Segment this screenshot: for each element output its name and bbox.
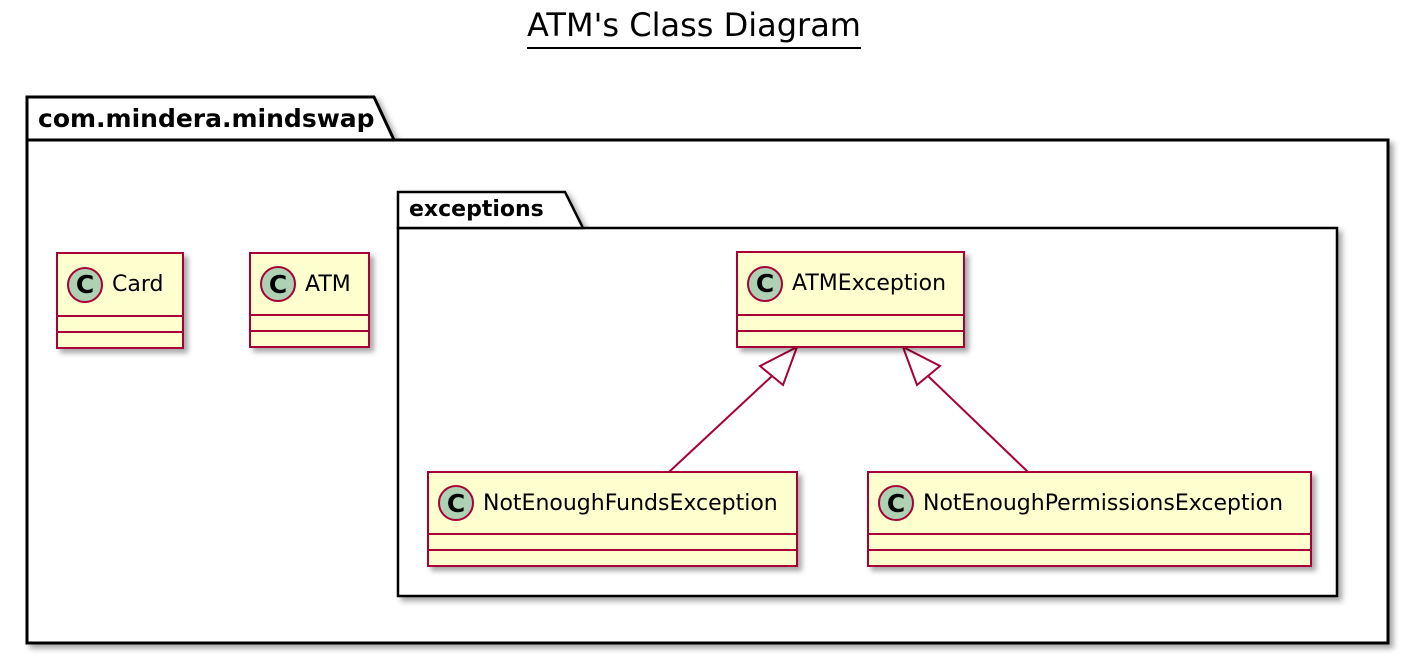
class-spot-letter: C [446, 488, 466, 518]
class-title-row: C ATMException [738, 253, 963, 314]
class-title-row: C NotEnoughFundsException [429, 473, 796, 533]
class-name: NotEnoughFundsException [483, 490, 778, 516]
methods-compartment [429, 549, 796, 565]
fields-compartment [251, 314, 368, 330]
methods-compartment [251, 330, 368, 346]
class-spot-icon: C [747, 265, 783, 302]
methods-compartment [869, 549, 1310, 565]
package-exceptions-tab [396, 190, 586, 230]
class-spot-icon: C [438, 485, 474, 521]
generalization-line [927, 375, 1029, 473]
class-spot-letter: C [75, 270, 95, 299]
fields-compartment [869, 533, 1310, 549]
methods-compartment [58, 331, 182, 347]
class-spot-icon: C [260, 266, 296, 302]
class-name: ATM [305, 271, 351, 297]
package-label-com-mindera-mindswap: com.mindera.mindswap [38, 104, 375, 133]
class-box-card: C Card [56, 252, 184, 349]
class-title-row: C NotEnoughPermissionsException [869, 473, 1310, 533]
generalization-arrowhead [901, 344, 942, 387]
class-box-atm: C ATM [249, 252, 370, 348]
class-spot-letter: C [886, 488, 906, 518]
package-label-exceptions: exceptions [409, 197, 544, 222]
class-title-row: C ATM [251, 254, 368, 314]
generalization-funds-to-atmexception [668, 344, 799, 473]
class-spot-letter: C [755, 269, 775, 298]
fields-compartment [738, 314, 963, 330]
fields-compartment [58, 315, 182, 331]
class-name: NotEnoughPermissionsException [923, 490, 1284, 516]
class-spot-icon: C [878, 485, 914, 521]
generalization-line [668, 375, 773, 473]
diagram-title: ATM's Class Diagram [0, 6, 1388, 49]
class-name: ATMException [792, 271, 947, 296]
class-title-row: C Card [58, 254, 182, 315]
class-spot-letter: C [268, 269, 288, 299]
class-box-atm-exception: C ATMException [736, 251, 965, 348]
class-name: Card [112, 272, 164, 297]
diagram-title-text: ATM's Class Diagram [527, 6, 861, 49]
fields-compartment [429, 533, 796, 549]
generalization-permissions-to-atmexception [901, 344, 1029, 473]
methods-compartment [738, 330, 963, 346]
class-spot-icon: C [67, 266, 103, 303]
generalization-arrowhead [758, 344, 799, 387]
class-box-not-enough-funds-exception: C NotEnoughFundsException [427, 471, 798, 567]
package-outer-tab [25, 95, 397, 142]
class-box-not-enough-permissions-exception: C NotEnoughPermissionsException [867, 471, 1312, 567]
